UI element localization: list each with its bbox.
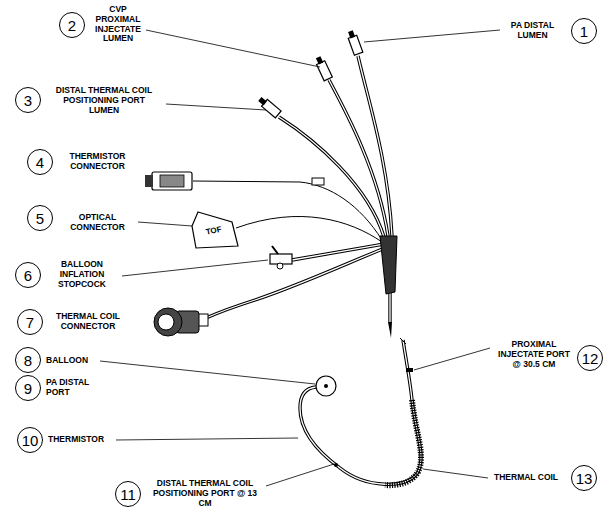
callout-number: 11 — [120, 487, 136, 502]
part-label: PROXIMAL INJECTATE PORT @ 30.5 CM — [494, 340, 574, 369]
tube-outline — [206, 248, 385, 318]
pa-distal-port — [324, 384, 328, 388]
leader-line — [122, 260, 268, 276]
callout-circle: 12 — [577, 345, 603, 371]
thermistor-connector — [152, 172, 192, 190]
catheter-tubes-inner — [206, 56, 421, 484]
tube-outline — [388, 292, 391, 322]
leader-line — [423, 469, 488, 478]
callout-circle: 8 — [15, 347, 41, 373]
leader-line — [146, 30, 320, 67]
coil-connector-knob — [154, 308, 182, 336]
callout-number: 8 — [24, 353, 32, 368]
callout-number: 3 — [24, 93, 32, 108]
part-label: THERMAL COIL — [494, 473, 558, 483]
tube-inner — [206, 248, 385, 318]
luer-cap — [348, 30, 355, 38]
callout-circle: 2 — [59, 12, 85, 38]
callout-circle: 11 — [115, 481, 141, 507]
callout-circle: 9 — [15, 375, 41, 401]
tube-inner — [292, 244, 384, 260]
callout-circle: 6 — [15, 262, 41, 288]
callout-circle: 7 — [17, 309, 43, 335]
leader-line — [138, 222, 192, 226]
catheter-break-mark — [400, 338, 406, 344]
part-label: THERMAL COIL CONNECTOR — [48, 312, 128, 332]
stopcock-body — [270, 254, 292, 264]
balloon — [316, 376, 336, 396]
thermistor-connector-body — [160, 175, 184, 187]
callout-circle: 13 — [571, 465, 597, 491]
tube-inner — [300, 340, 421, 484]
part-label: PA DISTAL LUMEN — [505, 21, 560, 41]
leader-line — [166, 104, 266, 110]
leader-line — [414, 348, 490, 370]
leader-lines — [100, 30, 500, 486]
coil-connector-face — [158, 314, 174, 330]
lead-sleeve — [312, 178, 324, 185]
stopcock-lever — [272, 246, 278, 254]
tube-outline — [292, 244, 384, 260]
callout-circle: 3 — [15, 87, 41, 113]
callout-number: 13 — [576, 471, 593, 486]
part-label: BALLOON — [46, 356, 88, 366]
part-label: THERMISTOR — [48, 435, 104, 445]
callout-circle: 5 — [27, 205, 53, 231]
part-label: OPTICAL CONNECTOR — [60, 213, 135, 233]
optical-connector — [192, 212, 238, 248]
tube-inner — [389, 292, 390, 322]
callout-number: 6 — [24, 268, 32, 283]
callout-circle: 10 — [17, 427, 43, 453]
thermistor-lead — [193, 181, 382, 240]
part-label: PA DISTAL PORT — [46, 378, 96, 398]
leader-line — [364, 30, 500, 42]
tube-outline — [279, 117, 384, 237]
catheter-tubes — [206, 56, 421, 484]
callout-circle: 1 — [571, 18, 597, 44]
callout-number: 1 — [580, 24, 588, 39]
callout-number: 9 — [24, 381, 32, 396]
leader-line — [116, 438, 298, 440]
coil-port-mark — [334, 463, 338, 467]
tube-inner — [358, 56, 392, 236]
tube-inner — [329, 80, 388, 236]
part-label: DISTAL THERMAL COIL POSITIONING PORT LUM… — [48, 86, 160, 115]
part-label: THERMISTOR CONNECTOR — [60, 152, 135, 172]
catheter-break-tip — [388, 322, 392, 338]
part-label: BALLOON INFLATION STOPCOCK — [46, 260, 118, 289]
luer-cap — [316, 56, 323, 64]
callout-number: 4 — [36, 155, 44, 170]
thermistor-connector-plug — [145, 175, 153, 187]
callout-number: 5 — [36, 211, 44, 226]
leader-line — [100, 361, 315, 384]
tube-outline — [300, 340, 421, 484]
catheter-hub — [380, 236, 397, 294]
callout-number: 7 — [26, 315, 34, 330]
callout-circle: 4 — [27, 149, 53, 175]
tube-outline — [329, 80, 388, 236]
proximal-port-mark — [406, 368, 413, 372]
thermal-coil — [385, 400, 421, 485]
callout-number: 10 — [22, 433, 39, 448]
callout-number: 2 — [68, 18, 76, 33]
callout-number: 12 — [582, 351, 599, 366]
leader-line — [266, 464, 334, 486]
part-label: DISTAL THERMAL COIL POSITIONING PORT @ 1… — [148, 479, 262, 508]
stopcock-valve — [277, 263, 283, 269]
luer-cap — [258, 97, 267, 105]
tube-inner — [279, 117, 384, 237]
optical-lead — [236, 216, 382, 242]
part-label: CVP PROXIMAL INJECTATE LUMEN — [90, 5, 146, 44]
